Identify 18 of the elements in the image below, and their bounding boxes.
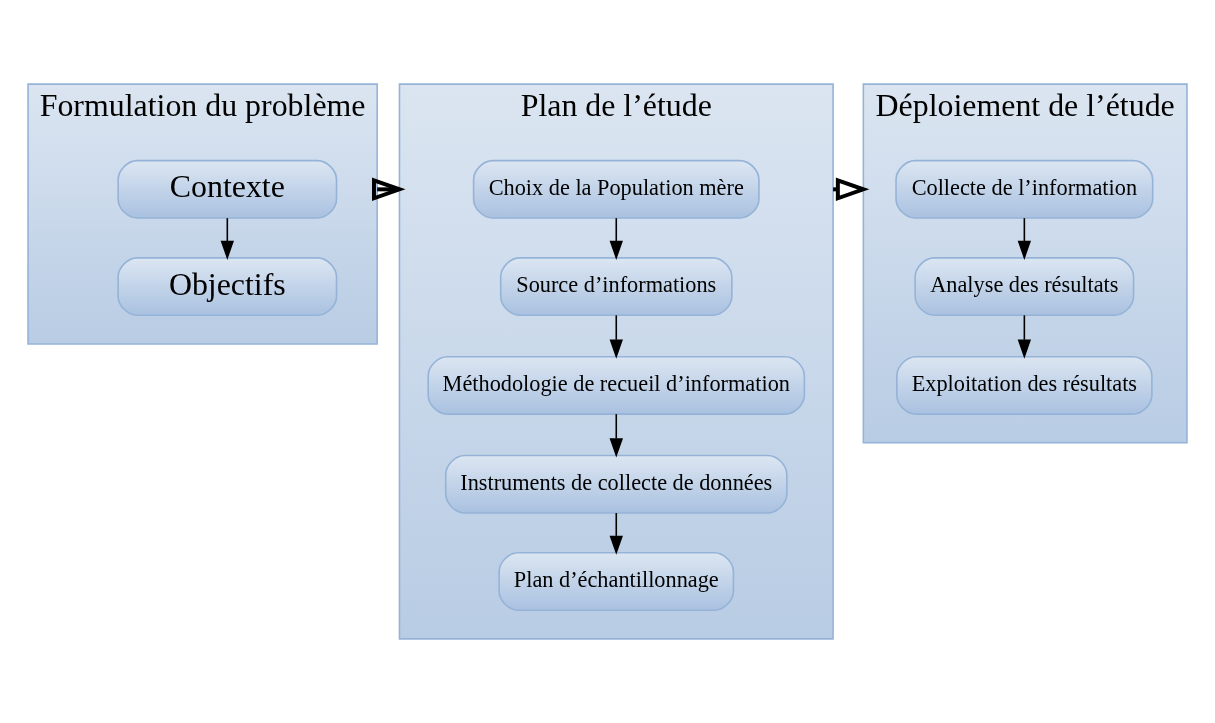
arrow: [609, 512, 623, 555]
arrow: [609, 314, 623, 359]
node-box: Exploitation des résultats: [896, 355, 1153, 415]
arrow: [609, 217, 623, 260]
arrow: [220, 217, 234, 260]
arrow: [609, 413, 623, 458]
node-box: Analyse des résultats: [914, 257, 1135, 317]
node-box: Instruments de collecte de données: [444, 454, 788, 514]
arrow: [1017, 217, 1032, 260]
node-box: Objectifs: [117, 257, 338, 317]
arrow: [1017, 314, 1032, 359]
node-box: Plan d’échantillonnage: [498, 552, 735, 611]
node-box: Collecte de l’information: [895, 159, 1154, 219]
node-box: Contexte: [117, 159, 338, 219]
arrow: [371, 177, 406, 202]
node-box: Source d’informations: [499, 257, 733, 317]
node-box: Méthodologie de recueil d’information: [427, 355, 806, 415]
node-box: Choix de la Population mère: [472, 159, 760, 219]
